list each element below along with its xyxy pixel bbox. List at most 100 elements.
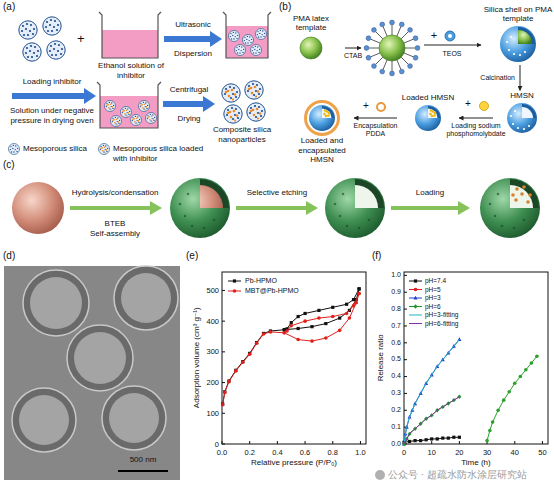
drawing-part [513, 53, 515, 55]
panel-label: (b) [279, 1, 291, 13]
drawing-part [110, 115, 121, 126]
drawing-part [404, 359, 407, 360]
drawing-part [519, 375, 523, 379]
process-arrow [459, 118, 493, 119]
drawing-part [519, 54, 521, 56]
data-series [404, 339, 459, 444]
legend-sample [409, 315, 422, 316]
legend-sample [409, 304, 422, 308]
drawing-part [310, 325, 313, 328]
arrow-label: Hydrolysis/condensation [72, 188, 159, 198]
plus-sign: + [431, 29, 437, 42]
tick-label: 0 [402, 448, 406, 457]
drawing-part [30, 277, 82, 329]
drawing-part [433, 114, 436, 117]
drawing-part [345, 312, 349, 316]
drawing-part [448, 34, 452, 38]
drawing-part [222, 441, 223, 444]
plot-frame [404, 272, 548, 444]
plus-sign: + [363, 100, 369, 112]
legend-sample [409, 296, 422, 300]
drawing-part [487, 356, 537, 440]
legend-text: pH=6-fitting [425, 320, 458, 328]
reagent-label: Ethanol solution of inhibitor [85, 61, 177, 80]
drawing-part [404, 292, 407, 293]
drawing-part [518, 30, 532, 44]
tick-label: 40 [511, 448, 519, 457]
drawing-part [404, 393, 407, 394]
drawing-part [530, 361, 534, 365]
drawing-part [226, 26, 268, 58]
drawing-part [203, 227, 206, 230]
drawing-part [114, 266, 178, 330]
drawing-part [309, 105, 335, 131]
drawing-part [414, 304, 418, 308]
drawing-part [413, 55, 418, 60]
drawing-part [242, 34, 253, 45]
watermark-icon [375, 470, 385, 480]
drawing-part [348, 316, 352, 320]
drawing-part [494, 215, 497, 218]
drawing-part [345, 303, 348, 306]
data-series [402, 436, 461, 444]
drawing-part [357, 292, 361, 296]
arrow-label: Loading inhibitor [23, 77, 82, 87]
tick-label: 0.0 [217, 448, 227, 457]
drawing-part [524, 51, 526, 53]
drawing-part [222, 290, 225, 291]
stage-caption: Silica shell on PMA template [483, 5, 553, 24]
drawing-part [528, 125, 530, 127]
tick-label: 20 [455, 448, 463, 457]
panel-label: (e) [186, 250, 198, 262]
drawing-part [12, 88, 96, 104]
drawing-part [170, 178, 230, 238]
drawing-part [379, 35, 405, 61]
step-label: Encapsulation PDDA [352, 122, 400, 139]
drawing-part [109, 393, 159, 443]
drawing-part [138, 100, 149, 111]
drawing-part [118, 470, 168, 472]
drawing-part [296, 338, 300, 342]
particle-drawing [483, 24, 553, 64]
arrow-label: Ultrasonic [175, 20, 211, 30]
reagent-label: BTEB [105, 219, 126, 229]
panel-b-drawing [345, 31, 489, 111]
drawing-part [12, 182, 64, 234]
drawing-part [262, 332, 266, 336]
drawing-part [425, 438, 428, 441]
drawing-part [542, 441, 543, 444]
drawing-part [184, 215, 187, 218]
drawing-part [413, 439, 416, 442]
drawing-part [397, 27, 401, 36]
drawing-part [303, 319, 307, 323]
drawing-part [510, 115, 512, 117]
drawing-part [100, 96, 158, 128]
plus-sign: + [77, 31, 85, 47]
drawing-part [236, 201, 318, 215]
drawing-part [70, 201, 162, 215]
tick-label: 1.0 [391, 271, 401, 279]
drawing-part [377, 103, 385, 111]
panel-label: (c) [3, 159, 15, 171]
drawing-part [517, 127, 519, 129]
drawing-part [401, 57, 408, 64]
drawing-part [404, 342, 407, 343]
legend-sample [228, 289, 241, 293]
drawing-part [408, 64, 413, 69]
drawing-part [346, 225, 349, 228]
panel-label: (f) [372, 250, 381, 262]
watermark: 公众号 · 超疏水防水涂层研究站 [388, 469, 527, 481]
process-arrow [354, 118, 397, 119]
tick-label: 10 [428, 448, 436, 457]
drawing-part [485, 439, 489, 443]
drawing-part [511, 193, 515, 197]
drawing-part [368, 219, 371, 222]
data-series [404, 397, 459, 444]
drawing-part [222, 321, 225, 322]
drawing-part [535, 355, 539, 359]
drawing-part [488, 429, 492, 433]
stage-node: Loaded and encapsulated HMSN [291, 100, 353, 165]
drawing-part [513, 381, 517, 385]
